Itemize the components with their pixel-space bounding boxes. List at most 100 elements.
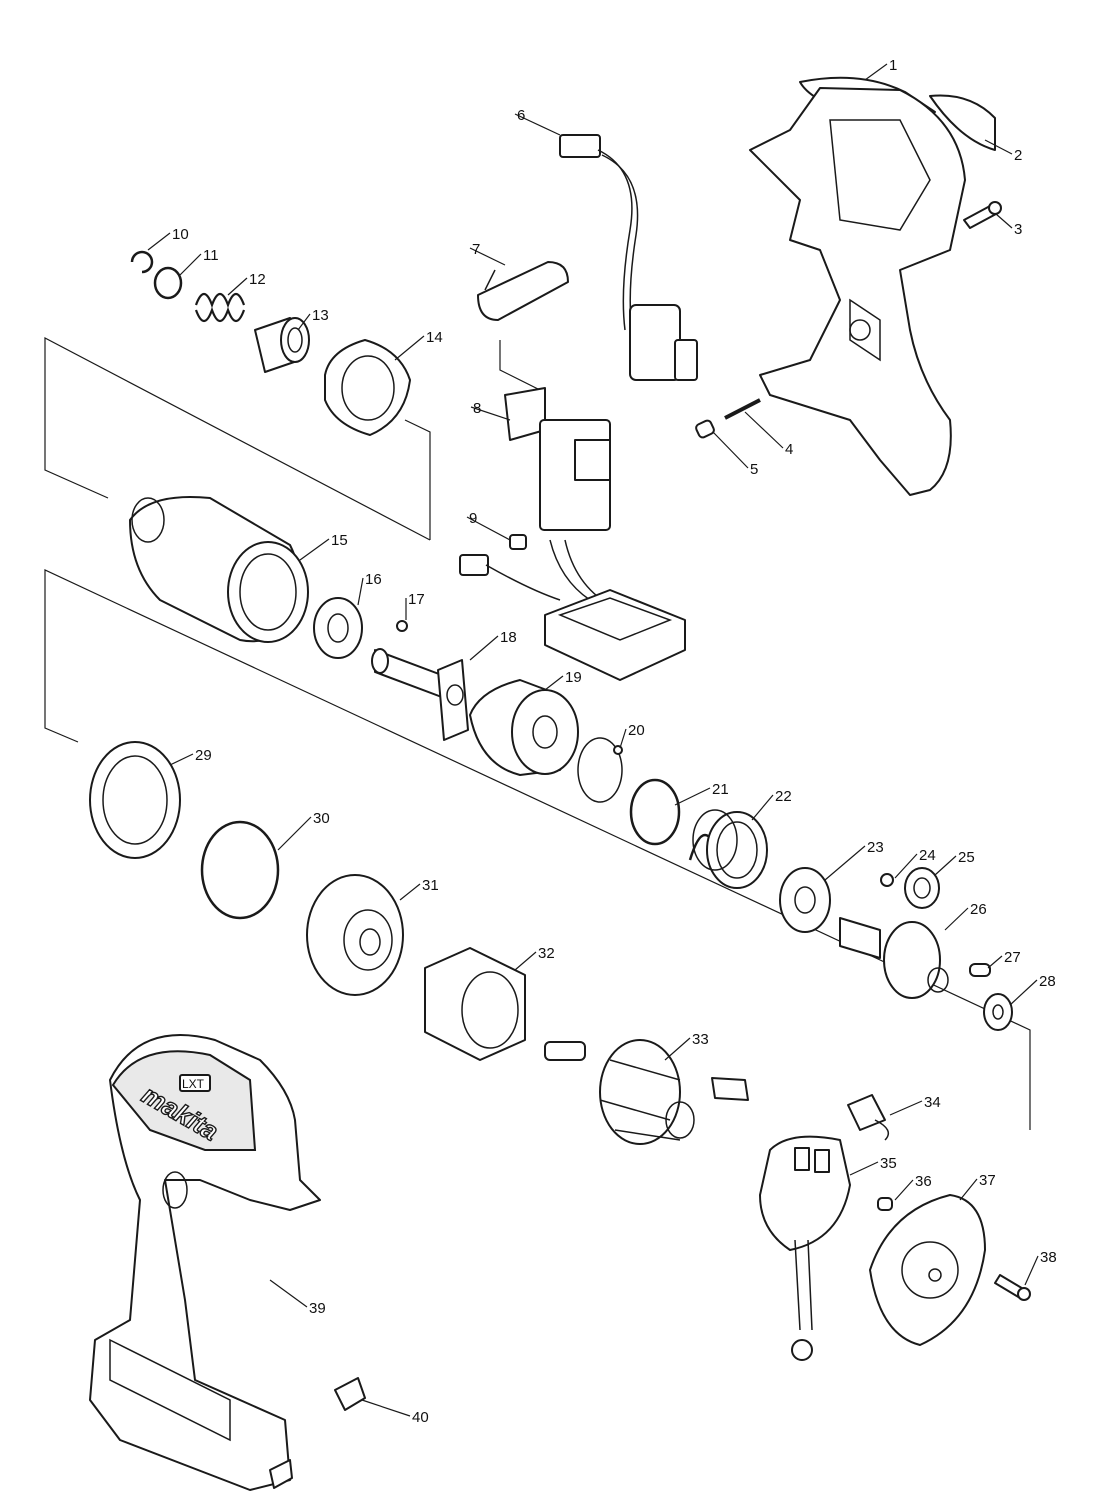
callout-5: 5 [750, 461, 758, 478]
callout-29: 29 [195, 747, 212, 764]
part-28-washer [983, 993, 1013, 1031]
part-37-rear-cover [869, 1194, 986, 1346]
leader-line-38 [1024, 1255, 1039, 1286]
callout-19: 19 [565, 669, 582, 686]
part-10-retaining-ring [130, 250, 154, 274]
callout-31: 31 [422, 877, 439, 894]
leader-line-36 [894, 1179, 914, 1201]
leader-line-28 [1009, 979, 1038, 1006]
callout-13: 13 [312, 307, 329, 324]
callout-17: 17 [408, 591, 425, 608]
leader-line-12 [227, 277, 248, 296]
callout-18: 18 [500, 629, 517, 646]
part-25-gear [904, 867, 940, 909]
part-5-cap [695, 419, 715, 439]
leader-line-29 [169, 753, 194, 766]
part-17-steel-ball [396, 620, 408, 632]
part-38-screw [994, 1274, 1031, 1301]
leader-line-33 [664, 1037, 691, 1061]
callout-8: 8 [473, 400, 481, 417]
callout-25: 25 [958, 849, 975, 866]
callout-37: 37 [979, 1172, 996, 1189]
callout-28: 28 [1039, 973, 1056, 990]
leader-line-10 [147, 232, 171, 251]
part-21-washer [629, 778, 681, 846]
part-4-pin [724, 398, 761, 420]
callout-7: 7 [472, 241, 480, 258]
leader-line-7 [469, 247, 506, 266]
callout-21: 21 [712, 781, 729, 798]
leader-line-3 [995, 213, 1013, 229]
leader-line-11 [179, 253, 202, 276]
callout-35: 35 [880, 1155, 897, 1172]
callout-6: 6 [517, 107, 525, 124]
part-13-sleeve [254, 317, 310, 373]
part-8-switch [504, 387, 651, 626]
callout-1: 1 [889, 57, 897, 74]
part-31-internal-gear [306, 874, 404, 996]
leader-line-20 [619, 728, 627, 749]
part-33-rotor [544, 1039, 695, 1145]
part-27-pin [969, 963, 991, 977]
callout-4: 4 [785, 441, 793, 458]
housing-right-half [749, 87, 966, 496]
callout-33: 33 [692, 1031, 709, 1048]
leader-line-31 [399, 883, 421, 901]
callout-9: 9 [469, 510, 477, 527]
leader-line-19 [544, 675, 564, 691]
leader-line-30 [277, 816, 312, 851]
callout-11: 11 [203, 247, 219, 264]
leader-line-13 [297, 313, 311, 331]
part-30-o-ring [200, 820, 280, 920]
part-34-clip [847, 1094, 890, 1141]
battery-badge: LXT [182, 1077, 205, 1091]
leader-line-9 [466, 516, 511, 541]
part-29-ring-gear [89, 741, 181, 859]
leader-line-27 [987, 955, 1003, 969]
part-2-label-plate [929, 94, 996, 151]
callout-27: 27 [1004, 949, 1021, 966]
leader-line-6 [514, 113, 561, 136]
part-24-steel-ball [880, 873, 894, 887]
part-22-compression-spring [688, 809, 768, 889]
leader-line-15 [299, 538, 330, 561]
part-6-led-wire-assembly [559, 134, 698, 381]
leader-line-34 [889, 1100, 923, 1116]
leader-line-16 [357, 577, 364, 606]
leader-line-25 [934, 855, 957, 876]
leader-line-22 [751, 794, 774, 821]
part-35-controller [711, 1077, 851, 1361]
part-18-anvil [371, 648, 469, 741]
callout-30: 30 [313, 810, 330, 827]
callout-15: 15 [331, 532, 348, 549]
leader-line-14 [394, 335, 425, 361]
part-14-cover [324, 339, 411, 436]
callout-32: 32 [538, 945, 555, 962]
part-39-housing-left: makita LXT [89, 1034, 321, 1491]
part-11-washer [153, 266, 183, 300]
leader-line-2 [984, 139, 1013, 155]
leader-line-4 [744, 411, 784, 449]
leader-line-18 [469, 635, 499, 661]
callout-39: 39 [309, 1300, 326, 1317]
leader-line-21 [674, 787, 711, 806]
leader-line-32 [514, 951, 537, 971]
callout-23: 23 [867, 839, 884, 856]
part-40-clip [269, 1377, 366, 1489]
callout-36: 36 [915, 1173, 932, 1190]
terminal-housing [459, 554, 686, 681]
callout-3: 3 [1014, 221, 1022, 238]
callout-22: 22 [775, 788, 792, 805]
leader-line-24 [894, 853, 918, 879]
leader-line-40 [361, 1399, 411, 1417]
part-32-hex-sleeve [424, 947, 526, 1061]
leader-line-37 [959, 1178, 978, 1201]
part-20-ball-ring [577, 737, 623, 803]
leader-line-1 [864, 63, 888, 81]
leader-line-23 [824, 845, 866, 881]
part-15-hammer-case [129, 495, 309, 643]
part-26-spindle [839, 917, 949, 999]
part-19-hammer [469, 679, 579, 776]
